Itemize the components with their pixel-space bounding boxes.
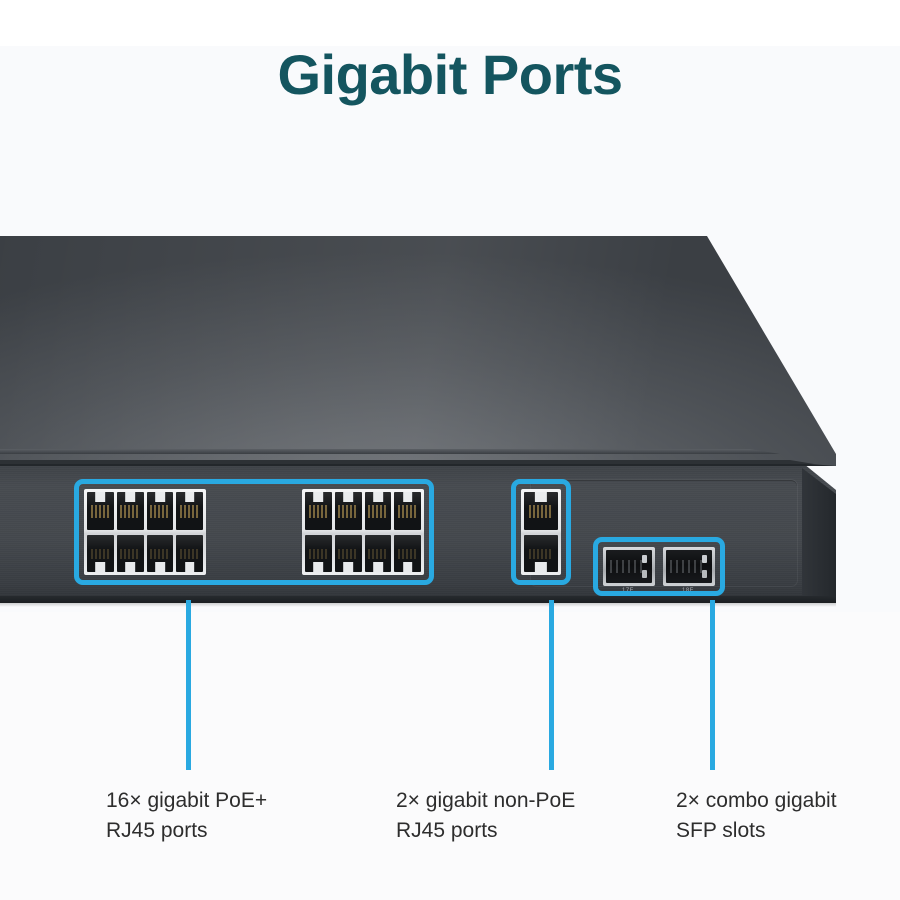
rj45-column[interactable] — [364, 492, 392, 572]
rj45-column[interactable] — [176, 492, 203, 572]
caption-non-poe-rj45: 2× gigabit non-PoE RJ45 ports — [396, 786, 666, 846]
port-layer: 17F 18F — [0, 236, 836, 612]
rj45-port[interactable] — [394, 492, 421, 530]
switch-lid-bevel — [0, 460, 814, 464]
background-top-band — [0, 0, 900, 46]
rj45-port[interactable] — [87, 534, 114, 572]
caption-combo-sfp: 2× combo gigabit SFP slots — [676, 786, 900, 846]
rj45-column[interactable] — [146, 492, 174, 572]
sfp-slot-label: 17F — [622, 588, 634, 594]
rj45-port[interactable] — [87, 492, 114, 530]
switch-lid-edge — [0, 449, 780, 454]
caption-line-1: 2× gigabit non-PoE — [396, 789, 576, 812]
port-number-tick — [93, 580, 99, 583]
switch-bottom-lip — [0, 596, 836, 603]
rj45-port-block-b[interactable] — [302, 489, 424, 575]
rj45-port[interactable] — [305, 534, 332, 572]
rj45-column[interactable] — [116, 492, 144, 572]
switch-face-top-edge — [0, 464, 836, 466]
rj45-column[interactable] — [334, 492, 362, 572]
rj45-port[interactable] — [524, 492, 558, 530]
leader-line-non-poe-rj45 — [549, 600, 554, 770]
caption-line-1: 16× gigabit PoE+ — [106, 789, 268, 812]
rj45-column[interactable] — [524, 492, 558, 572]
rj45-port[interactable] — [524, 534, 558, 572]
background-caption-zone — [0, 612, 900, 900]
port-number-tick — [151, 580, 157, 583]
rj45-port[interactable] — [146, 534, 174, 572]
switch-right-side-panel — [802, 468, 836, 601]
rj45-port[interactable] — [305, 492, 332, 530]
caption-line-2: RJ45 ports — [396, 819, 498, 842]
rj45-port[interactable] — [116, 534, 144, 572]
rj45-port[interactable] — [146, 492, 174, 530]
sfp-slot[interactable] — [663, 547, 715, 586]
switch-device: 17F 18F — [0, 236, 836, 612]
port-number-tick — [122, 580, 128, 583]
rj45-port[interactable] — [334, 534, 362, 572]
rj45-port[interactable] — [364, 534, 392, 572]
rj45-port[interactable] — [176, 534, 203, 572]
rj45-column[interactable] — [87, 492, 114, 572]
sfp-slot[interactable] — [603, 547, 655, 586]
rj45-port[interactable] — [394, 534, 421, 572]
leader-line-combo-sfp — [710, 600, 715, 770]
leader-line-poe-rj45 — [186, 600, 191, 770]
port-number-tick — [398, 580, 404, 583]
rj45-column[interactable] — [394, 492, 421, 572]
switch-top-lid — [0, 236, 836, 466]
switch-drop-shadow — [0, 603, 836, 607]
port-number-tick — [340, 580, 346, 583]
rj45-port-block-a[interactable] — [84, 489, 206, 575]
rj45-port[interactable] — [116, 492, 144, 530]
rj45-port-block-non-poe[interactable] — [521, 489, 561, 575]
port-number-tick — [537, 580, 543, 583]
port-number-tick — [311, 580, 317, 583]
port-number-tick — [369, 580, 375, 583]
page-title: Gigabit Ports — [277, 43, 623, 106]
rj45-port[interactable] — [176, 492, 203, 530]
caption-line-2: SFP slots — [676, 819, 766, 842]
caption-poe-rj45: 16× gigabit PoE+ RJ45 ports — [106, 786, 396, 846]
switch-lid-sheen — [0, 236, 836, 466]
caption-line-2: RJ45 ports — [106, 819, 208, 842]
sfp-slot-label: 18F — [682, 588, 694, 594]
rj45-column[interactable] — [305, 492, 332, 572]
rj45-port[interactable] — [334, 492, 362, 530]
port-number-tick — [180, 580, 186, 583]
caption-line-1: 2× combo gigabit — [676, 789, 837, 812]
rj45-port[interactable] — [364, 492, 392, 530]
